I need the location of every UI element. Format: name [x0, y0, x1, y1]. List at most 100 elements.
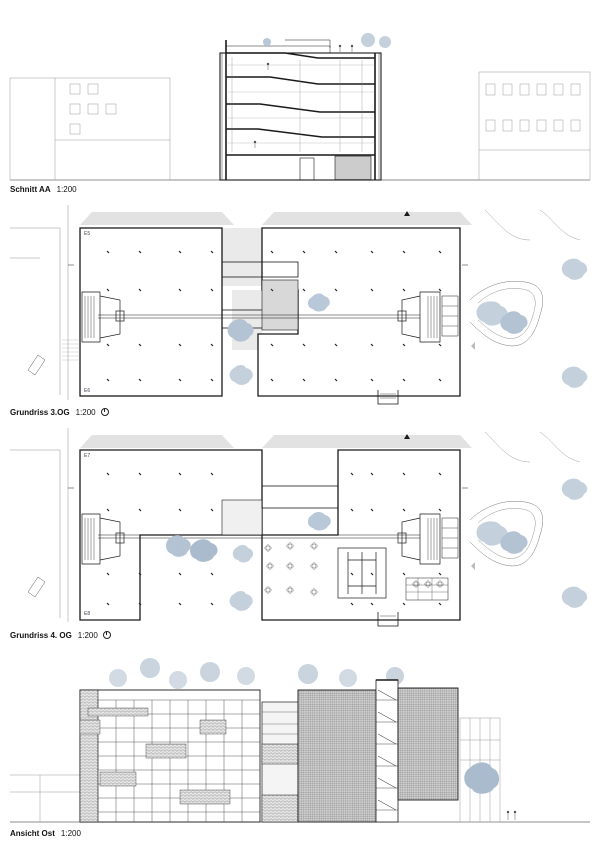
room-label-e8: E8 [84, 611, 91, 617]
neighbor-building-left [9, 77, 171, 181]
cafe-chair [310, 588, 318, 596]
people-figures [253, 44, 354, 148]
column-mark [138, 572, 142, 576]
column-mark [402, 602, 406, 606]
caption-title: Schnitt AA [10, 185, 51, 194]
building-shadow [80, 212, 472, 225]
building-section [219, 39, 382, 181]
column-mark [138, 378, 142, 382]
caption-scale: 1:200 [56, 185, 77, 194]
cafe-chair [266, 562, 274, 570]
landscape-right-4og [469, 431, 588, 608]
stair-core-left [81, 291, 125, 343]
stair-tower-east [375, 679, 399, 823]
north-arrow-icon [102, 631, 111, 639]
section-aa-drawing [9, 33, 591, 181]
atrium-frame [337, 547, 387, 599]
caption-plan-4og: Grundriss 4. OG 1:200 [10, 631, 111, 640]
cafe-tables [264, 542, 444, 596]
column-mark [334, 378, 338, 382]
cafe-table [311, 543, 317, 549]
landscape-right-3og [469, 209, 588, 388]
cafe-table [311, 589, 317, 595]
cafe-chair [310, 562, 318, 570]
car-3og [27, 354, 46, 376]
column-mark [106, 250, 110, 254]
column-mark [402, 288, 406, 292]
background-trees-east [109, 658, 404, 689]
caption-scale: 1:200 [60, 829, 81, 838]
caption-section-aa: Schnitt AA 1:200 [10, 185, 77, 194]
column-mark [370, 343, 374, 347]
column-mark [106, 572, 110, 576]
column-mark [178, 602, 182, 606]
facade-left-block [79, 689, 261, 823]
columns-3og [106, 250, 442, 382]
caption-title: Ansicht Ost [10, 829, 55, 838]
column-mark [438, 602, 442, 606]
north-arrow-icon [100, 408, 109, 416]
cafe-chair [264, 544, 272, 552]
cafe-chair [286, 586, 294, 594]
column-mark [302, 378, 306, 382]
column-mark [350, 572, 354, 576]
neighbor-building-right [478, 71, 591, 181]
column-mark [370, 378, 374, 382]
cafe-table [287, 587, 293, 593]
column-mark [178, 378, 182, 382]
column-mark [302, 343, 306, 347]
column-mark [402, 572, 406, 576]
column-mark [370, 472, 374, 476]
column-mark [106, 472, 110, 476]
cafe-table [287, 563, 293, 569]
column-mark [350, 602, 354, 606]
column-mark [438, 288, 442, 292]
column-mark [270, 288, 274, 292]
column-mark [178, 288, 182, 292]
column-mark [178, 250, 182, 254]
column-mark [210, 343, 214, 347]
people-east [506, 810, 517, 820]
stair-core-right-4og [397, 513, 459, 565]
column-mark [138, 250, 142, 254]
column-mark [270, 343, 274, 347]
left-wing [79, 227, 223, 397]
cafe-chair [436, 580, 444, 588]
stair-core-left-4og [81, 513, 125, 565]
column-mark [138, 472, 142, 476]
cafe-table [437, 581, 443, 587]
cafe-chair [424, 580, 432, 588]
caption-title: Grundriss 3.OG [10, 408, 70, 417]
column-mark [370, 602, 374, 606]
caption-scale: 1:200 [75, 408, 96, 417]
plan-4og-drawing [10, 428, 588, 627]
column-mark [210, 572, 214, 576]
column-mark [438, 472, 442, 476]
column-mark [370, 250, 374, 254]
caption-plan-3og: Grundriss 3.OG 1:200 [10, 408, 109, 417]
caption-title: Grundriss 4. OG [10, 631, 72, 640]
facade-mesh-block-right [397, 687, 459, 801]
cafe-chair [264, 586, 272, 594]
column-mark [270, 378, 274, 382]
caption-elevation-east: Ansicht Ost 1:200 [10, 829, 81, 838]
column-mark [178, 572, 182, 576]
cafe-chair [286, 542, 294, 550]
column-mark [402, 250, 406, 254]
column-mark [438, 343, 442, 347]
column-mark [106, 288, 110, 292]
caption-scale: 1:200 [77, 631, 98, 640]
column-mark [270, 250, 274, 254]
room-label-e5: E5 [84, 231, 91, 237]
column-mark [402, 472, 406, 476]
column-mark [302, 288, 306, 292]
column-mark [106, 508, 110, 512]
column-mark [438, 572, 442, 576]
column-mark [178, 472, 182, 476]
cafe-table [267, 563, 273, 569]
room-label-e6: E6 [84, 388, 91, 394]
room-label-e7: E7 [84, 453, 91, 459]
column-mark [438, 378, 442, 382]
column-mark [138, 508, 142, 512]
column-mark [178, 343, 182, 347]
